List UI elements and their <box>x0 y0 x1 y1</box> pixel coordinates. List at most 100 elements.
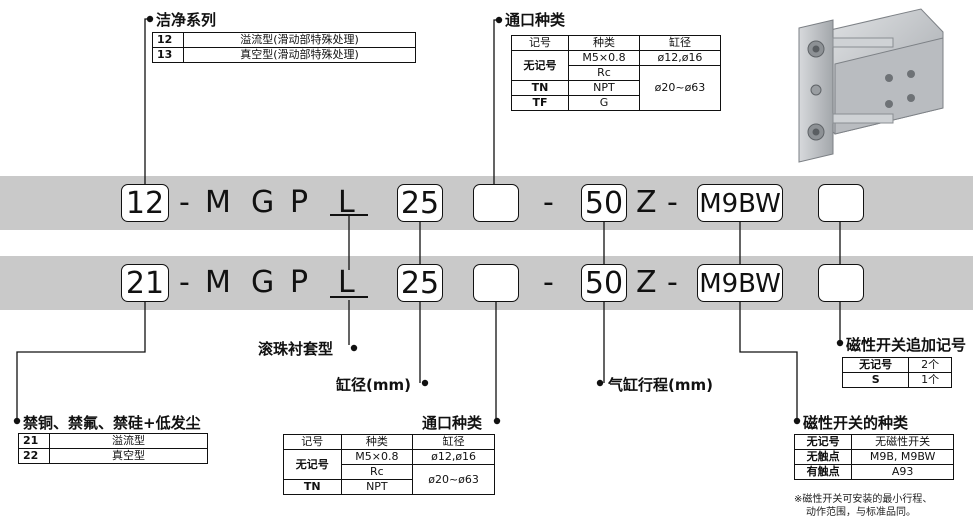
table-row: 无记号 M5×0.8 ø12,ø16 <box>283 449 495 480</box>
suffix-mark: 无记号 <box>841 357 910 373</box>
prohibited-code: 22 <box>18 448 50 464</box>
switch-note-line-1: ※磁性开关可安装的最小行程、 <box>794 494 933 505</box>
dash-3-bottom: - <box>667 265 678 300</box>
port-type: M5×0.8 <box>568 50 640 66</box>
port-code-box-top <box>473 184 519 222</box>
port-type-table-top: 记号 种类 缸径 无记号 M5×0.8 ø12,ø16 Rc ø20~ø63 T… <box>510 35 722 111</box>
port-bore: ø20~ø63 <box>638 65 722 111</box>
letter-m-top: M <box>205 185 231 220</box>
table-row: S 1个 <box>841 372 952 388</box>
clean-series-table: 12 溢流型(滑动部特殊处理) 13 真空型(滑动部特殊处理) <box>152 32 416 63</box>
switch-mark: 无记号 <box>793 434 853 450</box>
col-bore: 缸径 <box>638 35 722 51</box>
letter-z-bottom: Z <box>636 265 657 300</box>
clean-series-title: 洁净系列 <box>156 11 217 29</box>
table-row: 无记号 M5×0.8 ø12,ø16 <box>510 50 722 81</box>
port-type: M5×0.8 <box>340 449 414 465</box>
table-row: 22 真空型 <box>18 448 208 464</box>
letter-p-bottom: P <box>290 265 309 300</box>
port-code-box-bottom <box>473 264 519 302</box>
switch-type-table: 无记号 无磁性开关 无触点 M9B, M9BW 有触点 A93 <box>793 434 954 480</box>
prohibited-code: 21 <box>18 433 50 449</box>
table-row: 无记号 无磁性开关 <box>793 434 954 450</box>
switch-mark: 无触点 <box>793 449 853 465</box>
bearing-code-top: L <box>338 185 355 220</box>
guided-cylinder-photo <box>798 8 944 163</box>
prohibited-series-table: 21 溢流型 22 真空型 <box>18 433 208 464</box>
col-mark: 记号 <box>510 35 570 51</box>
series-code-box-top: 12 <box>121 184 169 222</box>
switch-mark: 有触点 <box>793 464 853 480</box>
prohibited-series-title: 禁铜、禁氟、禁硅+低发尘 <box>23 414 201 432</box>
port-mark: 无记号 <box>510 50 570 81</box>
port-type: NPT <box>340 479 414 495</box>
port-type-title-bottom: 通口种类 <box>422 414 483 432</box>
table-header-row: 记号 种类 缸径 <box>283 434 495 450</box>
table-row: TN NPT <box>510 80 721 96</box>
dash-2-top: - <box>543 185 554 220</box>
col-bore: 缸径 <box>412 434 495 450</box>
bearing-code-bottom: L <box>338 265 355 300</box>
table-row: 有触点 A93 <box>793 464 954 480</box>
port-type: G <box>568 95 640 111</box>
letter-g-bottom: G <box>251 265 275 300</box>
dash-1-bottom: - <box>179 265 190 300</box>
bore-code-box-top: 25 <box>397 184 443 222</box>
switch-code-box-top: M9BW <box>697 184 783 222</box>
prohibited-desc: 溢流型 <box>49 433 208 449</box>
bore-size-label: 缸径(mm) <box>336 376 411 394</box>
switch-note-line-2: 动作范围，与标准品同。 <box>806 507 916 518</box>
switch-suffix-table: 无记号 2个 S 1个 <box>841 357 952 388</box>
port-type: Rc <box>568 65 640 81</box>
letter-m-bottom: M <box>205 265 231 300</box>
switch-value: A93 <box>851 464 954 480</box>
table-row: Rc ø20~ø63 <box>284 464 495 495</box>
switch-type-title: 磁性开关的种类 <box>803 414 909 432</box>
switch-suffix-box-top <box>818 184 864 222</box>
port-bore: ø20~ø63 <box>412 464 495 495</box>
table-row: 21 溢流型 <box>18 433 208 449</box>
table-row: 无触点 M9B, M9BW <box>793 449 954 465</box>
table-row: 12 溢流型(滑动部特殊处理) <box>152 32 416 48</box>
dash-1-top: - <box>179 185 190 220</box>
table-header-row: 记号 种类 缸径 <box>510 35 722 51</box>
table-row: 13 真空型(滑动部特殊处理) <box>152 47 416 63</box>
bearing-underline-top <box>330 214 368 216</box>
letter-z-top: Z <box>636 185 657 220</box>
stroke-label: 气缸行程(mm) <box>608 376 713 394</box>
col-type: 种类 <box>340 434 414 450</box>
clean-code: 12 <box>152 32 184 48</box>
port-type: Rc <box>340 464 414 480</box>
table-row: TN NPT <box>283 479 495 495</box>
port-bore: ø12,ø16 <box>412 449 495 465</box>
switch-suffix-title: 磁性开关追加记号 <box>846 336 967 354</box>
port-mark: TN <box>283 479 342 495</box>
port-bore: ø12,ø16 <box>638 50 722 66</box>
suffix-count: 2个 <box>908 357 952 373</box>
stroke-code-box-bottom: 50 <box>581 264 627 302</box>
switch-value: 无磁性开关 <box>851 434 954 450</box>
table-row: TF G <box>510 95 721 111</box>
suffix-mark: S <box>841 372 910 388</box>
port-type-table-bottom: 记号 种类 缸径 无记号 M5×0.8 ø12,ø16 Rc ø20~ø63 T… <box>283 434 495 495</box>
dash-2-bottom: - <box>543 265 554 300</box>
switch-value: M9B, M9BW <box>851 449 954 465</box>
clean-desc: 真空型(滑动部特殊处理) <box>183 47 416 63</box>
bore-code-box-bottom: 25 <box>397 264 443 302</box>
letter-p-top: P <box>290 185 309 220</box>
port-mark: 无记号 <box>283 449 342 480</box>
switch-suffix-box-bottom <box>818 264 864 302</box>
col-mark: 记号 <box>283 434 342 450</box>
table-row: 无记号 2个 <box>841 357 952 373</box>
dash-3-top: - <box>667 185 678 220</box>
stroke-code-box-top: 50 <box>581 184 627 222</box>
table-row: Rc ø20~ø63 <box>512 65 722 111</box>
clean-desc: 溢流型(滑动部特殊处理) <box>183 32 416 48</box>
port-mark: TF <box>510 95 570 111</box>
port-mark: TN <box>510 80 570 96</box>
series-code-box-bottom: 21 <box>121 264 169 302</box>
port-type-title-top: 通口种类 <box>505 11 566 29</box>
port-type: NPT <box>568 80 640 96</box>
